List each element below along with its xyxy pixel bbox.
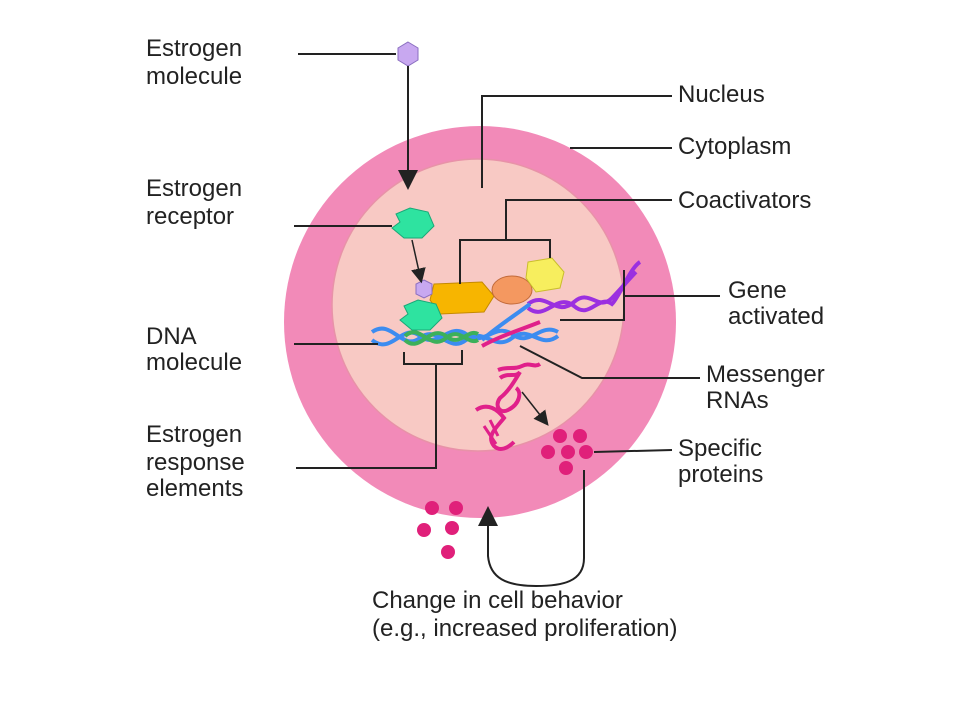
secreted-proteins-cluster	[417, 501, 463, 559]
leader-messenger-rnas	[519, 345, 700, 379]
leader-specific-proteins	[593, 449, 673, 453]
label-cytoplasm: Cytoplasm	[678, 133, 791, 160]
specific-proteins-cluster	[541, 429, 593, 475]
label-coactivators: Coactivators	[678, 187, 811, 214]
label-messenger-rnas: Messenger RNAs	[706, 361, 831, 414]
estrogen-receptor-shape	[391, 207, 435, 239]
leader-coactivators	[459, 199, 672, 284]
behavior-feedback-arrow	[478, 470, 585, 588]
estrogen-molecule-shape	[397, 41, 419, 67]
label-specific-proteins: Specific proteins	[678, 435, 769, 488]
receptor-binding-arrow	[411, 239, 426, 284]
label-estrogen-receptor: Estrogen receptor	[146, 175, 249, 230]
translation-arrow	[521, 391, 549, 426]
leader-nucleus	[481, 95, 672, 188]
leader-gene-activated	[560, 270, 720, 321]
leader-estrogen-response-elements	[296, 350, 463, 469]
label-estrogen-response-elements: Estrogen response elements	[146, 421, 251, 502]
label-dna-molecule: DNA molecule	[146, 323, 242, 376]
coactivator-complex	[429, 257, 565, 315]
label-gene-activated: Gene activated	[728, 277, 824, 330]
messenger-rna	[474, 320, 542, 451]
dna-double-helix	[370, 260, 642, 347]
bound-estrogen-shape	[415, 279, 433, 299]
bound-receptor-shape	[399, 299, 443, 331]
label-change-in-cell-behavior: Change in cell behavior (e.g., increased…	[372, 587, 677, 642]
label-nucleus: Nucleus	[678, 81, 765, 108]
label-estrogen-molecule: Estrogen molecule	[146, 35, 249, 90]
